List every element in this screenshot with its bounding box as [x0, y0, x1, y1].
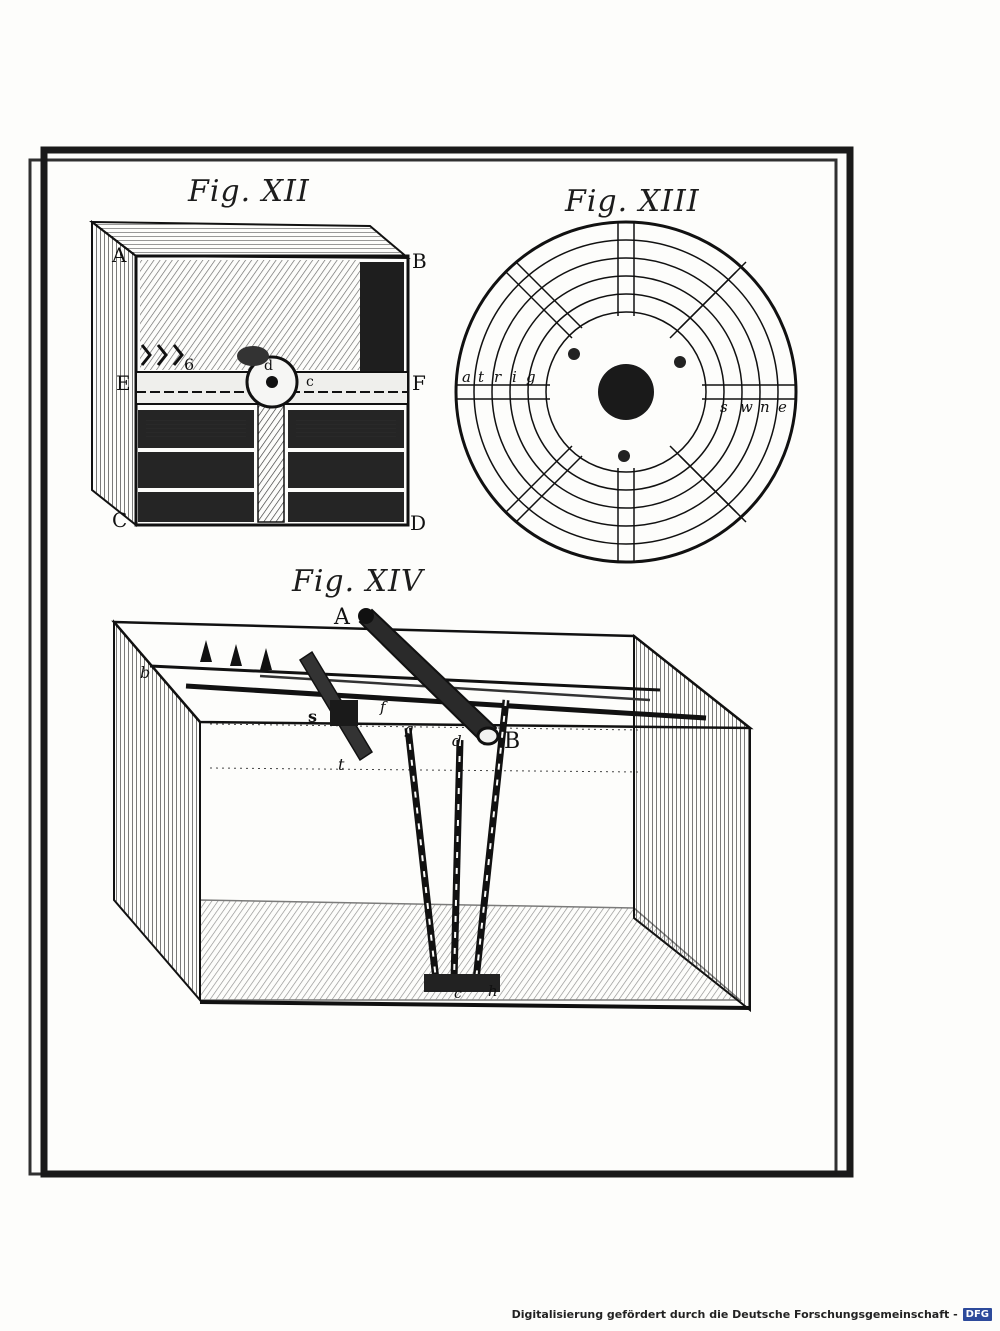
- fig14-labels: A B b s t f g d c h: [140, 605, 520, 1002]
- fig12-label-a: A: [111, 243, 127, 267]
- fig14-label-b-small: b: [140, 663, 150, 682]
- fig13-title: Fig. XIII: [565, 184, 700, 219]
- fig14-label-g: g: [404, 720, 414, 738]
- fig12-label-d-small: d: [264, 358, 273, 374]
- fig13-letter-s: s: [720, 398, 728, 416]
- fig13-letter-t: t: [478, 368, 485, 386]
- footer-text: Digitalisierung gefördert durch die Deut…: [511, 1308, 958, 1321]
- fig13-letter-a: a: [462, 368, 471, 386]
- fig14-label-s: s: [308, 707, 317, 726]
- digitization-footer: Digitalisierung gefördert durch die Deut…: [512, 1308, 992, 1321]
- fig12-label-c: C: [112, 508, 127, 532]
- fig12-label-b: B: [412, 249, 427, 273]
- fig14-label-c: c: [454, 986, 462, 1002]
- fig12-label-e: E: [116, 371, 131, 395]
- fig13-disc-drawing: [454, 220, 798, 564]
- fig12-box-drawing: [89, 219, 411, 528]
- fig14-label-b: B: [504, 729, 520, 754]
- fig13-labels: a t r i g s w n e: [462, 368, 787, 416]
- fig14-label-f: f: [379, 698, 388, 716]
- fig12-label-c-small: c: [306, 374, 314, 390]
- fig14-label-a: A: [333, 605, 351, 630]
- fig13-letter-i: i: [512, 368, 517, 386]
- fig14-label-t: t: [338, 755, 345, 774]
- fig14-frame-drawing: [111, 608, 754, 1013]
- fig12-label-d: D: [410, 511, 426, 535]
- fig13-letter-n: n: [760, 398, 770, 416]
- fig13-letter-g: g: [526, 368, 536, 386]
- fig12-title: Fig. XII: [188, 174, 310, 209]
- fig13-letter-e: e: [778, 398, 787, 416]
- fig12-labels: A B E F C D d c 6: [111, 243, 427, 535]
- fig12-label-f: F: [412, 371, 426, 395]
- fig12-label-6: 6: [184, 355, 194, 374]
- fig14-title: Fig. XIV: [292, 564, 424, 599]
- fig13-letter-r: r: [494, 368, 502, 386]
- fig13-letter-w: w: [740, 398, 753, 416]
- fig14-label-h: h: [488, 982, 498, 1000]
- dfg-logo: DFG: [962, 1308, 992, 1321]
- fig14-label-d: d: [452, 732, 462, 750]
- plate-border: [28, 146, 854, 1178]
